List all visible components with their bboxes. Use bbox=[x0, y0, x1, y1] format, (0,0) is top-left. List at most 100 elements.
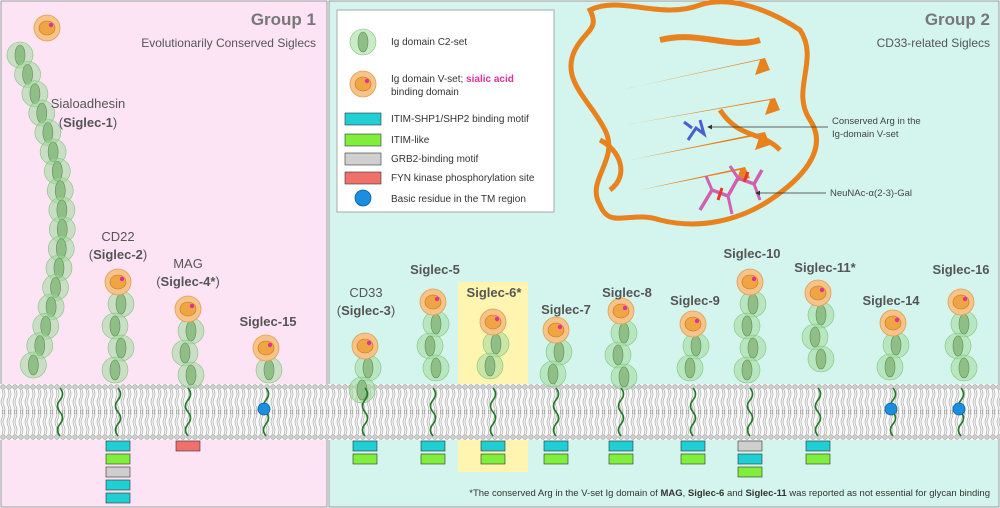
siglec-15-label: Siglec-15 bbox=[239, 314, 296, 329]
c2-domain-core bbox=[109, 359, 121, 381]
c2-domain-core bbox=[952, 335, 964, 357]
motif-itim-shp bbox=[543, 440, 569, 452]
c2-domain bbox=[733, 312, 761, 340]
motif-itim-like bbox=[680, 453, 706, 465]
c2-domain bbox=[950, 310, 978, 338]
c2-domain bbox=[610, 363, 638, 391]
transmembrane-stem bbox=[184, 387, 192, 437]
vset-domain bbox=[479, 308, 507, 336]
sialic-acid-site bbox=[48, 22, 54, 28]
c2-domain-core bbox=[815, 304, 827, 326]
transmembrane-stem bbox=[689, 387, 697, 437]
siglec-1-common-name: Sialoadhesin bbox=[51, 96, 125, 111]
vset-domain bbox=[542, 316, 570, 344]
motif-itim-shp bbox=[105, 479, 131, 491]
siglec-5-label: Siglec-5 bbox=[410, 262, 460, 277]
motif-itim-shp bbox=[105, 440, 131, 452]
motif-itim-shp bbox=[680, 440, 706, 452]
c2-domain-core bbox=[612, 344, 624, 366]
c2-domain bbox=[801, 323, 829, 351]
vset-domain bbox=[174, 295, 202, 323]
siglec-molecule bbox=[101, 268, 135, 384]
sialic-acid-site bbox=[694, 318, 700, 324]
sialic-acid-site bbox=[819, 287, 825, 293]
vset-domain bbox=[33, 14, 61, 42]
siglec-4-common-name: MAG bbox=[173, 256, 203, 271]
vset-domain-core bbox=[612, 303, 630, 319]
c2-domain bbox=[255, 356, 283, 384]
legend-basic-label: Basic residue in the TM region bbox=[391, 194, 526, 205]
c2-domain-core bbox=[809, 326, 821, 348]
c2-domain bbox=[739, 334, 767, 362]
sialic-acid-site bbox=[894, 317, 900, 323]
c2-domain-core bbox=[815, 348, 827, 370]
siglec-10-label: Siglec-10 bbox=[723, 246, 780, 261]
c2-domain-core bbox=[890, 334, 902, 356]
c2-domain bbox=[476, 352, 504, 380]
motif-itim-like bbox=[352, 453, 378, 465]
vset-domain-core bbox=[179, 301, 197, 317]
vset-domain bbox=[607, 297, 635, 325]
vset-domain bbox=[947, 288, 975, 316]
motif-itim-shp bbox=[352, 440, 378, 452]
arg-annotation-line1: Conserved Arg in the bbox=[832, 116, 921, 127]
motif-itim-shp bbox=[420, 440, 446, 452]
arg-annotation-line2: Ig-domain V-set bbox=[832, 129, 899, 140]
vset-domain bbox=[349, 70, 377, 98]
motif-fyn bbox=[175, 440, 201, 452]
sialic-acid-site bbox=[267, 342, 273, 348]
c2-domain bbox=[177, 317, 205, 345]
siglec-molecule bbox=[876, 309, 910, 381]
sialic-acid-site bbox=[119, 276, 125, 282]
glycan-sticks bbox=[698, 165, 764, 215]
vset-domain-core bbox=[484, 314, 502, 330]
transmembrane-stem bbox=[56, 387, 64, 437]
c2-domain bbox=[416, 332, 444, 360]
c2-domain bbox=[610, 319, 638, 347]
siglec-molecule bbox=[944, 288, 978, 382]
sialic-acid-site bbox=[189, 303, 195, 309]
motif-itim-like bbox=[480, 453, 506, 465]
transmembrane-stem bbox=[814, 387, 822, 437]
c2-domain bbox=[733, 356, 761, 384]
vset-domain-core bbox=[547, 322, 565, 338]
siglec-molecule bbox=[604, 297, 638, 391]
siglec-molecule bbox=[676, 310, 710, 382]
c2-domain-core bbox=[263, 359, 275, 381]
c2-domain-core bbox=[684, 357, 696, 379]
c2-domain-core bbox=[357, 31, 369, 53]
basic-residue bbox=[952, 402, 966, 416]
c2-domain bbox=[807, 301, 835, 329]
siglec-molecule bbox=[539, 316, 573, 388]
vset-domain bbox=[736, 268, 764, 296]
c2-domain-core bbox=[747, 293, 759, 315]
sialic-acid-site bbox=[751, 276, 757, 282]
c2-domain-core bbox=[490, 333, 502, 355]
footnote: *The conserved Arg in the V-set Ig domai… bbox=[469, 488, 990, 499]
motif-grb2 bbox=[737, 440, 763, 452]
c2-domain-core bbox=[741, 315, 753, 337]
c2-domain bbox=[101, 312, 129, 340]
siglec-7-label: Siglec-7 bbox=[541, 302, 591, 317]
c2-domain-core bbox=[741, 359, 753, 381]
legend-fyn-swatch bbox=[344, 171, 382, 185]
c2-domain bbox=[348, 376, 376, 404]
c2-domain bbox=[682, 332, 710, 360]
siglec-6-label: Siglec-6* bbox=[467, 285, 523, 300]
sialic-acid-site bbox=[366, 340, 372, 346]
siglec-molecule bbox=[252, 334, 283, 384]
siglec-2-label: (Siglec-2) bbox=[89, 247, 148, 262]
c2-domain bbox=[20, 351, 47, 379]
motif-itim-like bbox=[737, 466, 763, 478]
siglec-molecule bbox=[476, 308, 510, 380]
c2-domain-core bbox=[747, 337, 759, 359]
motif-itim-like bbox=[420, 453, 446, 465]
vset-domain-core bbox=[257, 340, 275, 356]
motif-grb2 bbox=[105, 466, 131, 478]
c2-domain bbox=[349, 28, 377, 56]
siglec-4-label: (Siglec-4*) bbox=[156, 274, 220, 289]
siglec-molecule bbox=[171, 295, 205, 389]
siglec-2-common-name: CD22 bbox=[101, 229, 134, 244]
legend-grb2-label: GRB2-binding motif bbox=[391, 154, 478, 165]
